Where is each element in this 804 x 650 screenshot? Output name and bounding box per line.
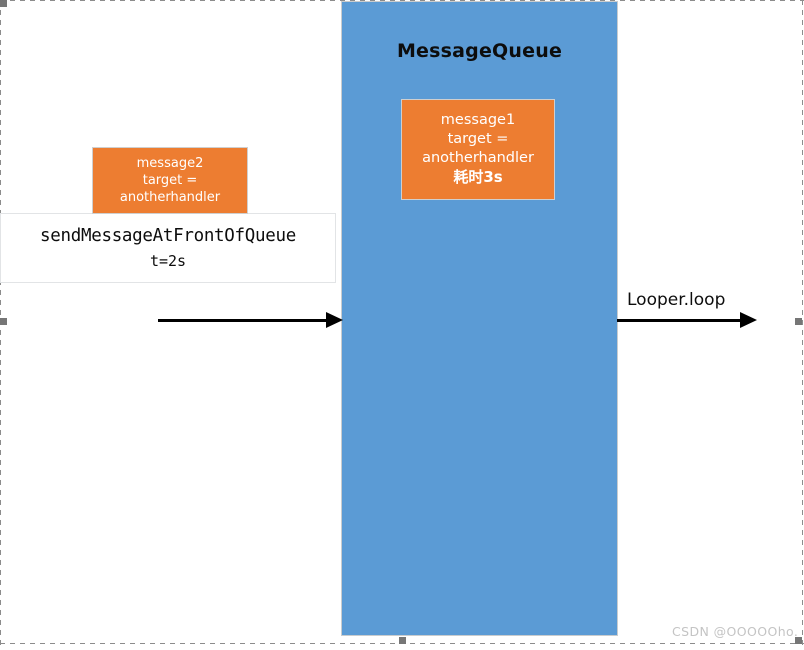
message1-box: message1 target = anotherhandler 耗时3s: [401, 99, 555, 200]
selection-edge-top: [0, 0, 804, 1]
selection-edge-left: [0, 0, 1, 650]
enqueue-arrow-line: [158, 319, 328, 322]
message1-target-value: anotherhandler: [422, 150, 534, 167]
message2-target-label: target =: [142, 172, 198, 188]
watermark: CSDN @OOOOOho.: [672, 624, 799, 639]
enqueue-arrow-head-icon: [326, 312, 343, 328]
looper-loop-label: Looper.loop: [627, 290, 726, 310]
send-message-textbox: sendMessageAtFrontOfQueue t=2s: [0, 213, 336, 283]
selection-handle-right-middle[interactable]: [795, 318, 802, 325]
message1-name: message1: [440, 111, 516, 128]
message1-duration: 耗时3s: [453, 168, 503, 187]
selection-handle-left-middle[interactable]: [0, 318, 7, 325]
selection-edge-right: [802, 0, 803, 650]
message2-target-value: anotherhandler: [119, 190, 221, 206]
selection-handle-bottom-center[interactable]: [399, 637, 406, 644]
looper-arrow-line: [617, 319, 741, 322]
selection-handle-top-left[interactable]: [0, 0, 7, 7]
selection-handle-bottom-right[interactable]: [795, 637, 802, 644]
looper-arrow-head-icon: [740, 312, 757, 328]
message-queue-rect: [341, 1, 618, 636]
message2-name: message2: [136, 155, 204, 171]
message1-target-label: target =: [447, 131, 509, 148]
send-message-api-name: sendMessageAtFrontOfQueue: [40, 226, 296, 246]
message-queue-title: MessageQueue: [396, 40, 563, 62]
message2-box: message2 target = anotherhandler: [92, 147, 248, 214]
send-message-time: t=2s: [149, 252, 187, 270]
